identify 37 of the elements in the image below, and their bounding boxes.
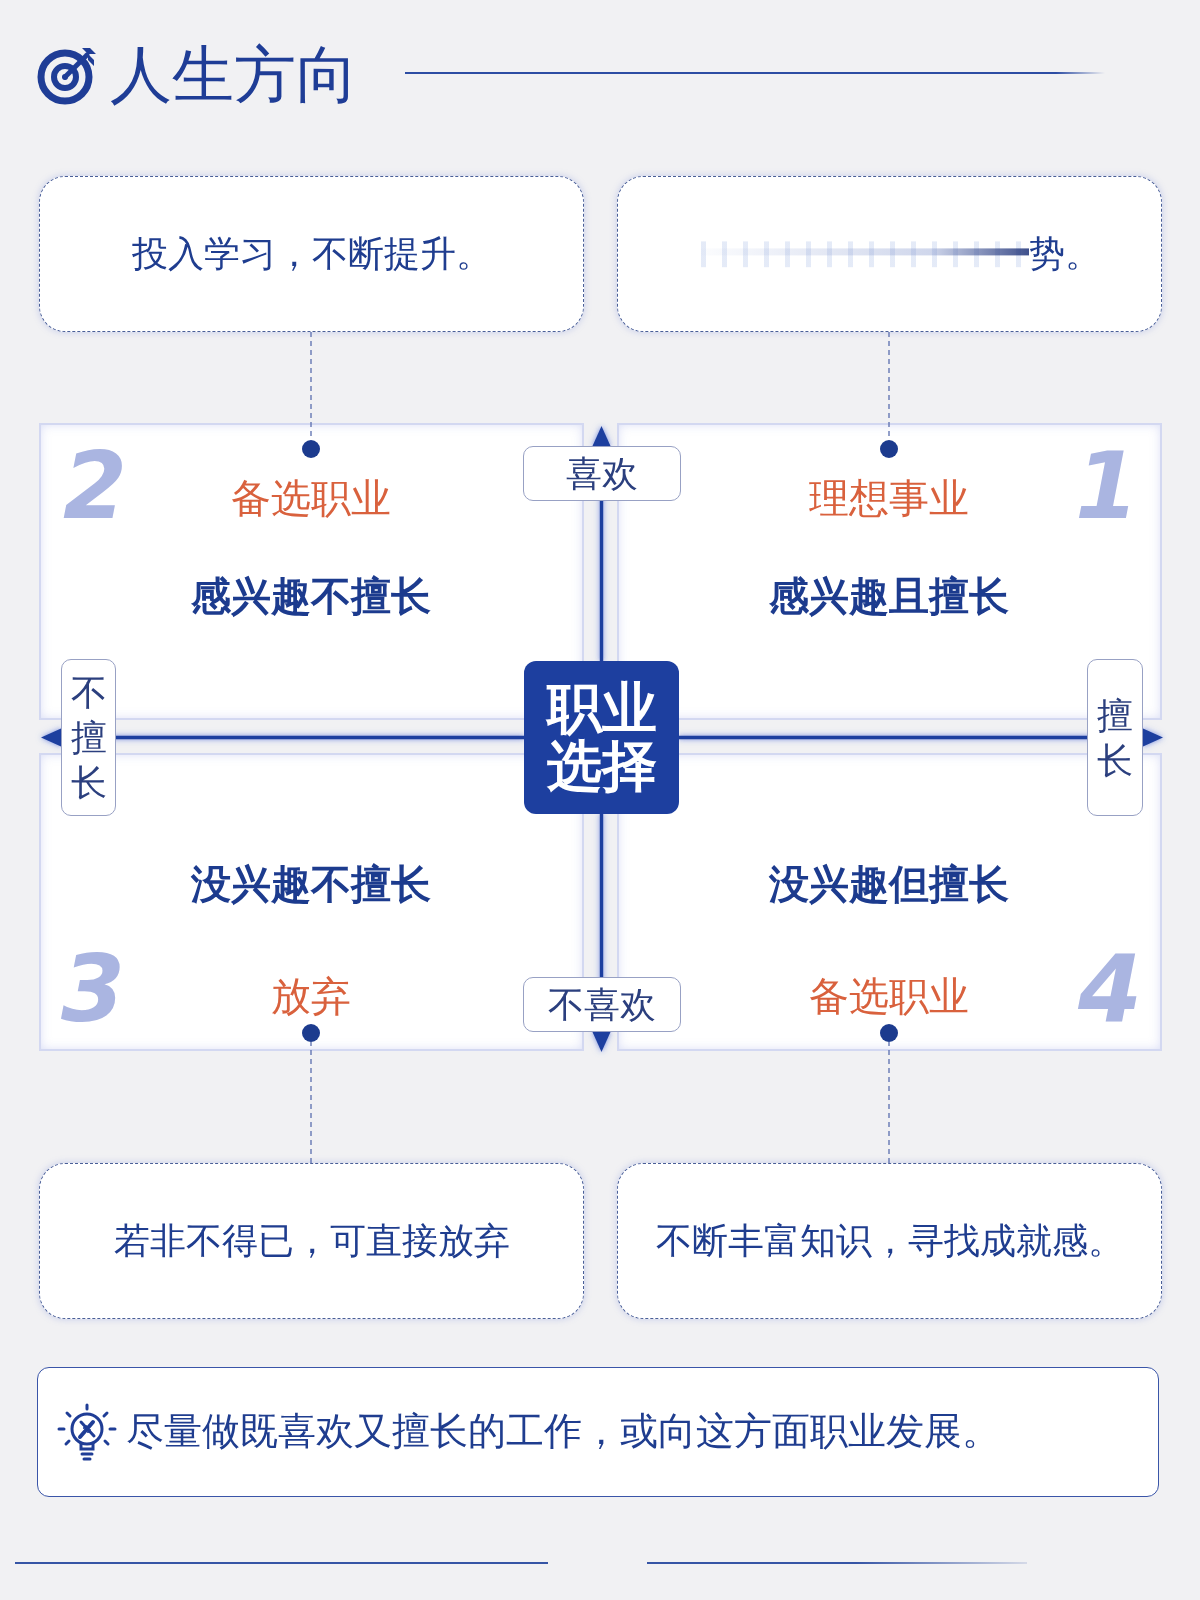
dot — [880, 440, 898, 458]
axis-label: 不擅长 — [61, 659, 116, 816]
note-text: 投入学习，不断提升。 — [131, 232, 492, 276]
note-box — [617, 1163, 1162, 1319]
quadrant-text: 感兴趣且擅长 — [769, 572, 1009, 620]
quadrant-number: 1 — [1075, 441, 1139, 533]
quadrant-number: 3 — [61, 944, 125, 1036]
quadrant-text: 没兴趣不擅长 — [191, 860, 431, 908]
leader-line — [888, 1041, 890, 1164]
dot — [880, 1024, 898, 1042]
tip-text: 尽量做既喜欢又擅长的工作，或向这方面职业发展。 — [126, 1409, 1000, 1455]
dot — [302, 440, 320, 458]
title: 人生方向 — [110, 38, 358, 113]
tip-box — [37, 1367, 1159, 1497]
note-text: 若非不得已，可直接放弃 — [113, 1219, 510, 1263]
arrow — [592, 814, 611, 1052]
quadrant-text: 没兴趣但擅长 — [769, 860, 1009, 908]
note-box — [39, 176, 584, 332]
axis-label: 擅长 — [1087, 659, 1143, 816]
axis-label: 喜欢 — [523, 446, 681, 501]
category-label: 理想事业 — [809, 474, 969, 522]
quadrant-text: 感兴趣不擅长 — [191, 572, 431, 620]
quadrant-number: 4 — [1078, 944, 1142, 1036]
dot — [302, 1024, 320, 1042]
leader-line — [310, 1041, 312, 1164]
arrow — [679, 728, 1163, 747]
category-label: 备选职业 — [809, 972, 969, 1020]
note-box — [617, 176, 1162, 332]
arrow — [41, 728, 524, 747]
quadrant-number: 2 — [63, 441, 127, 533]
category-label: 备选职业 — [231, 474, 391, 522]
category-label: 放弃 — [271, 972, 351, 1020]
center-box: 职业选择 — [524, 661, 679, 814]
note-text: 不断丰富知识，寻找成就感。 — [655, 1219, 1124, 1263]
arrow — [592, 426, 611, 661]
note-box — [39, 1163, 584, 1319]
axis-label: 不喜欢 — [523, 977, 681, 1032]
